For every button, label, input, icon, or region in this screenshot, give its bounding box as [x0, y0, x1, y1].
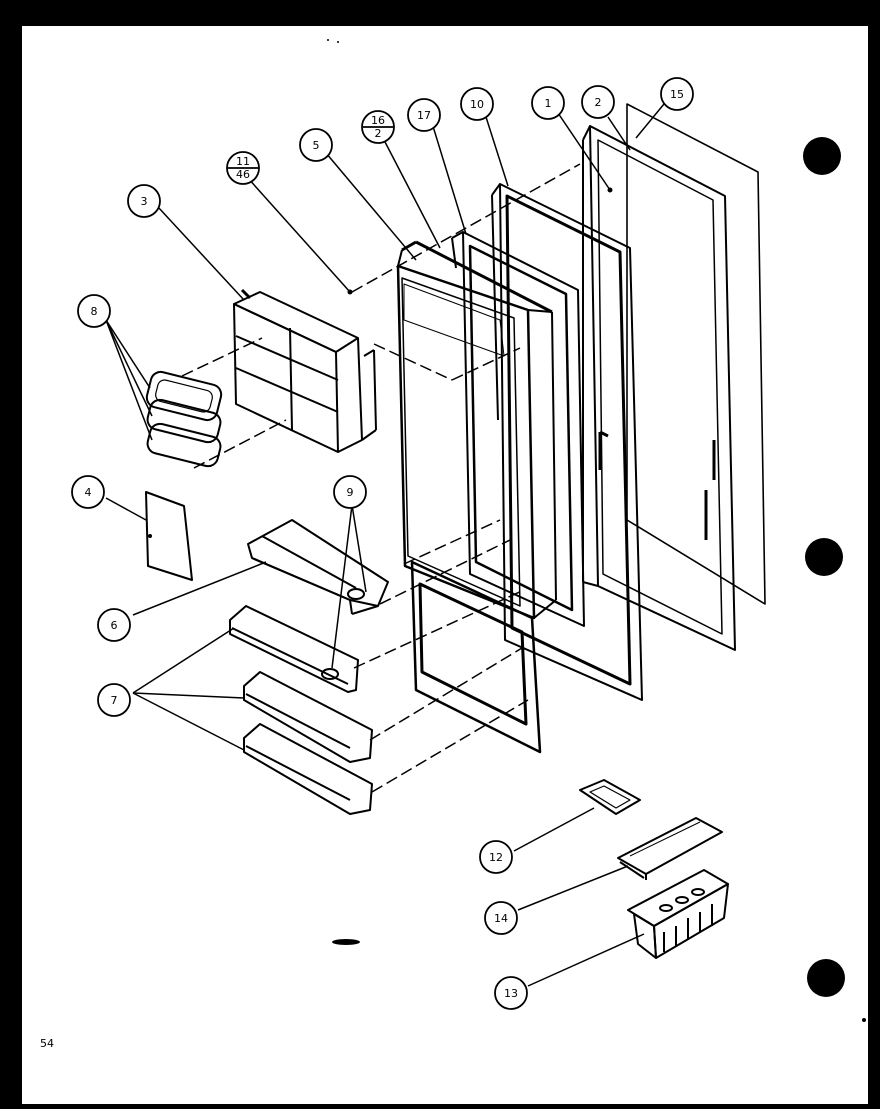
leader-lines — [105, 103, 665, 987]
lower-liner-frame — [410, 560, 542, 754]
callout-label: 5 — [313, 139, 320, 152]
callout-5: 5 — [299, 128, 333, 162]
callout-2: 2 — [581, 85, 615, 119]
callout-label: 10 — [470, 98, 484, 111]
callout-label: 6 — [111, 619, 118, 632]
punch-hole-middle — [805, 538, 843, 576]
assembly-lines — [181, 163, 581, 793]
fraction-callout-16-2: 162 — [361, 110, 395, 144]
fraction-bottom-label: 2 — [375, 127, 382, 140]
callout-label: 7 — [111, 694, 118, 707]
fraction-top-label: 16 — [371, 114, 385, 127]
fraction-bottom-label: 46 — [236, 168, 250, 181]
callout-9: 9 — [333, 475, 367, 509]
liner-frame-part-17 — [451, 231, 585, 627]
callout-label: 1 — [545, 97, 552, 110]
callout-1: 1 — [531, 86, 565, 120]
callout-13: 13 — [494, 976, 528, 1010]
callout-label: 12 — [489, 851, 503, 864]
cover-part-14 — [617, 817, 723, 880]
callout-label: 14 — [494, 912, 508, 925]
callout-label: 4 — [85, 486, 92, 499]
callout-label: 13 — [504, 987, 518, 1000]
callout-label: 2 — [595, 96, 602, 109]
shelf-bracket-part-3 — [233, 288, 377, 453]
callout-12: 12 — [479, 840, 513, 874]
outer-door-part-2 — [582, 125, 736, 651]
inner-door-liner-part-5 — [396, 240, 557, 620]
callout-7: 7 — [97, 683, 131, 717]
basket-part-13 — [627, 869, 729, 959]
callout-3: 3 — [127, 184, 161, 218]
callout-17: 17 — [407, 98, 441, 132]
callout-4: 4 — [71, 475, 105, 509]
door-bins-part-7 — [229, 605, 373, 815]
tray-part-12 — [579, 779, 641, 815]
callout-label: 9 — [347, 486, 354, 499]
callout-15: 15 — [660, 77, 694, 111]
callout-8: 8 — [77, 294, 111, 328]
panel-part-4 — [145, 491, 193, 581]
diagram-sheet — [22, 26, 868, 1104]
callout-label: 3 — [141, 195, 148, 208]
page-number: 54 — [40, 1037, 54, 1050]
punch-hole-bottom — [807, 959, 845, 997]
callout-14: 14 — [484, 901, 518, 935]
bin-end-part-9 — [321, 588, 365, 680]
leader-arrowheads — [148, 187, 613, 538]
gasket-part-10 — [491, 183, 643, 701]
containers-part-8 — [145, 370, 223, 468]
callout-6: 6 — [97, 608, 131, 642]
callout-label: 8 — [91, 305, 98, 318]
scan-specks — [327, 39, 866, 1022]
callout-label: 15 — [670, 88, 684, 101]
door-bin-part-6 — [247, 519, 389, 615]
punch-hole-top — [803, 137, 841, 175]
fraction-top-label: 11 — [236, 155, 250, 168]
callout-label: 17 — [417, 109, 431, 122]
door-panel-part-15 — [626, 103, 766, 605]
callout-10: 10 — [460, 87, 494, 121]
